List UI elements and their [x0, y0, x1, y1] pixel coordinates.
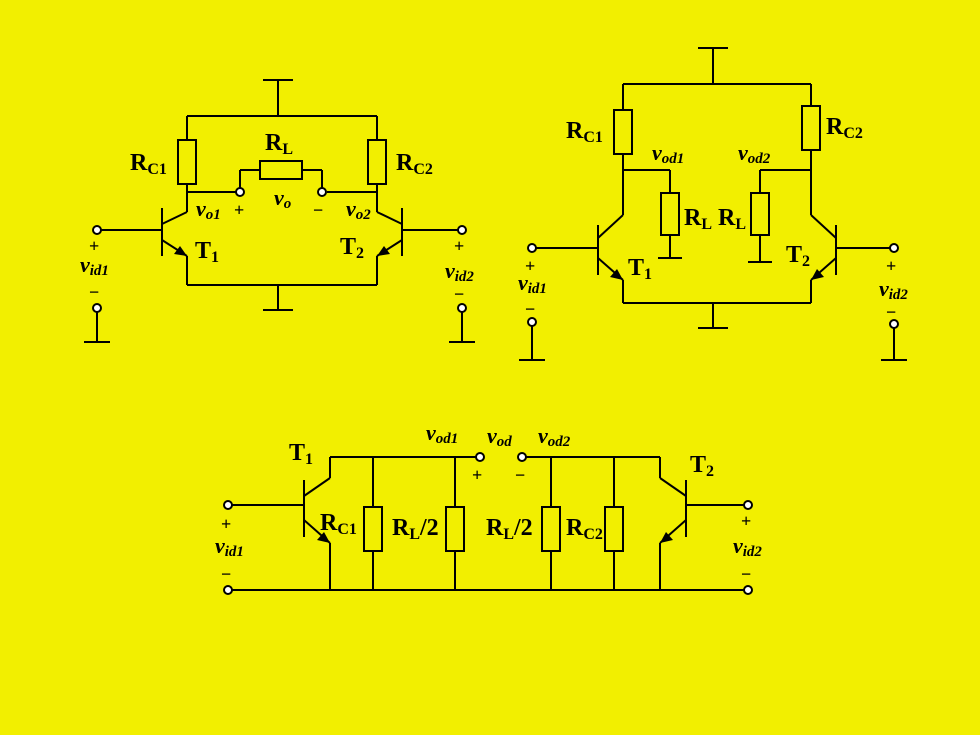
- label-vod1-c: vod1: [426, 420, 458, 447]
- label-vod2-b: vod2: [738, 140, 771, 167]
- label-rl-2: RL: [718, 205, 746, 233]
- terminal-vid2-plus: [457, 225, 467, 235]
- resistor-rc1-c: [363, 506, 383, 552]
- svg-text:+: +: [89, 236, 99, 256]
- label-rl-half-2: RL/2: [486, 515, 533, 543]
- terminal-vo-plus: [235, 187, 245, 197]
- svg-text:+: +: [886, 256, 896, 276]
- svg-text:+: +: [472, 465, 482, 485]
- svg-text:−: −: [221, 564, 231, 584]
- resistor-rc2: [367, 139, 387, 185]
- label-t1-b: T1: [628, 255, 652, 283]
- label-vo2: vo2: [346, 196, 371, 223]
- svg-text:−: −: [525, 299, 535, 319]
- label-rl: RL: [265, 130, 293, 158]
- circuit-1: RC1 RC2 RL vo1 vo vo2 + − T1 T2 + vid1 −…: [80, 79, 475, 343]
- label-vod-c: vod: [487, 423, 512, 450]
- label-vod2-c: vod2: [538, 423, 571, 450]
- terminal-vod-minus: [517, 452, 527, 462]
- label-vid1-b: vid1: [518, 270, 547, 297]
- svg-text:−: −: [886, 302, 896, 322]
- svg-text:+: +: [221, 514, 231, 534]
- label-rc2: RC2: [396, 150, 433, 178]
- label-vo-minus: −: [313, 200, 323, 220]
- label-t2-b: T2: [786, 242, 810, 270]
- label-vod1-b: vod1: [652, 140, 684, 167]
- resistor-rl-half-1: [445, 506, 465, 552]
- svg-text:−: −: [454, 284, 464, 304]
- label-rc2-c: RC2: [566, 515, 603, 543]
- circuit-3: T1 T2 vod1 vod vod2 + − RC1 RL/2 RL/2 RC…: [215, 420, 762, 595]
- label-vid1: vid1: [80, 252, 109, 279]
- label-vo: vo: [274, 185, 291, 212]
- resistor-rc2-c: [604, 506, 624, 552]
- label-vo-plus: +: [234, 200, 244, 220]
- svg-text:−: −: [89, 282, 99, 302]
- svg-text:−: −: [741, 564, 751, 584]
- resistor-rc1-b: [613, 109, 633, 155]
- resistor-rc2-b: [801, 105, 821, 151]
- label-vid2: vid2: [445, 258, 474, 285]
- label-rc2-b: RC2: [826, 114, 863, 142]
- label-vid2-b: vid2: [879, 276, 908, 303]
- resistor-rl-half-2: [541, 506, 561, 552]
- label-vid2-c: vid2: [733, 533, 762, 560]
- label-vid1-c: vid1: [215, 533, 244, 560]
- label-rl-1: RL: [684, 205, 712, 233]
- circuit-2: RC1 RC2 vod1 vod2 RL RL T1 T2 + vid1 − +…: [518, 47, 908, 361]
- label-vo1: vo1: [196, 196, 221, 223]
- svg-text:−: −: [515, 465, 525, 485]
- label-t1: T1: [195, 238, 219, 266]
- resistor-rl: [259, 160, 303, 180]
- svg-text:+: +: [454, 236, 464, 256]
- label-rc1-c: RC1: [320, 510, 357, 538]
- svg-text:+: +: [741, 511, 751, 531]
- terminal-vod-plus: [475, 452, 485, 462]
- label-t2: T2: [340, 234, 364, 262]
- terminal-vo-minus: [317, 187, 327, 197]
- label-rl-half-1: RL/2: [392, 515, 439, 543]
- resistor-rc1: [177, 139, 197, 185]
- label-t1-c: T1: [289, 440, 313, 468]
- label-rc1: RC1: [130, 150, 167, 178]
- svg-text:+: +: [525, 256, 535, 276]
- terminal-vid1-plus: [92, 225, 102, 235]
- resistor-rl-1: [660, 192, 680, 236]
- label-rc1-b: RC1: [566, 118, 603, 146]
- label-t2-c: T2: [690, 452, 714, 480]
- resistor-rl-2: [750, 192, 770, 236]
